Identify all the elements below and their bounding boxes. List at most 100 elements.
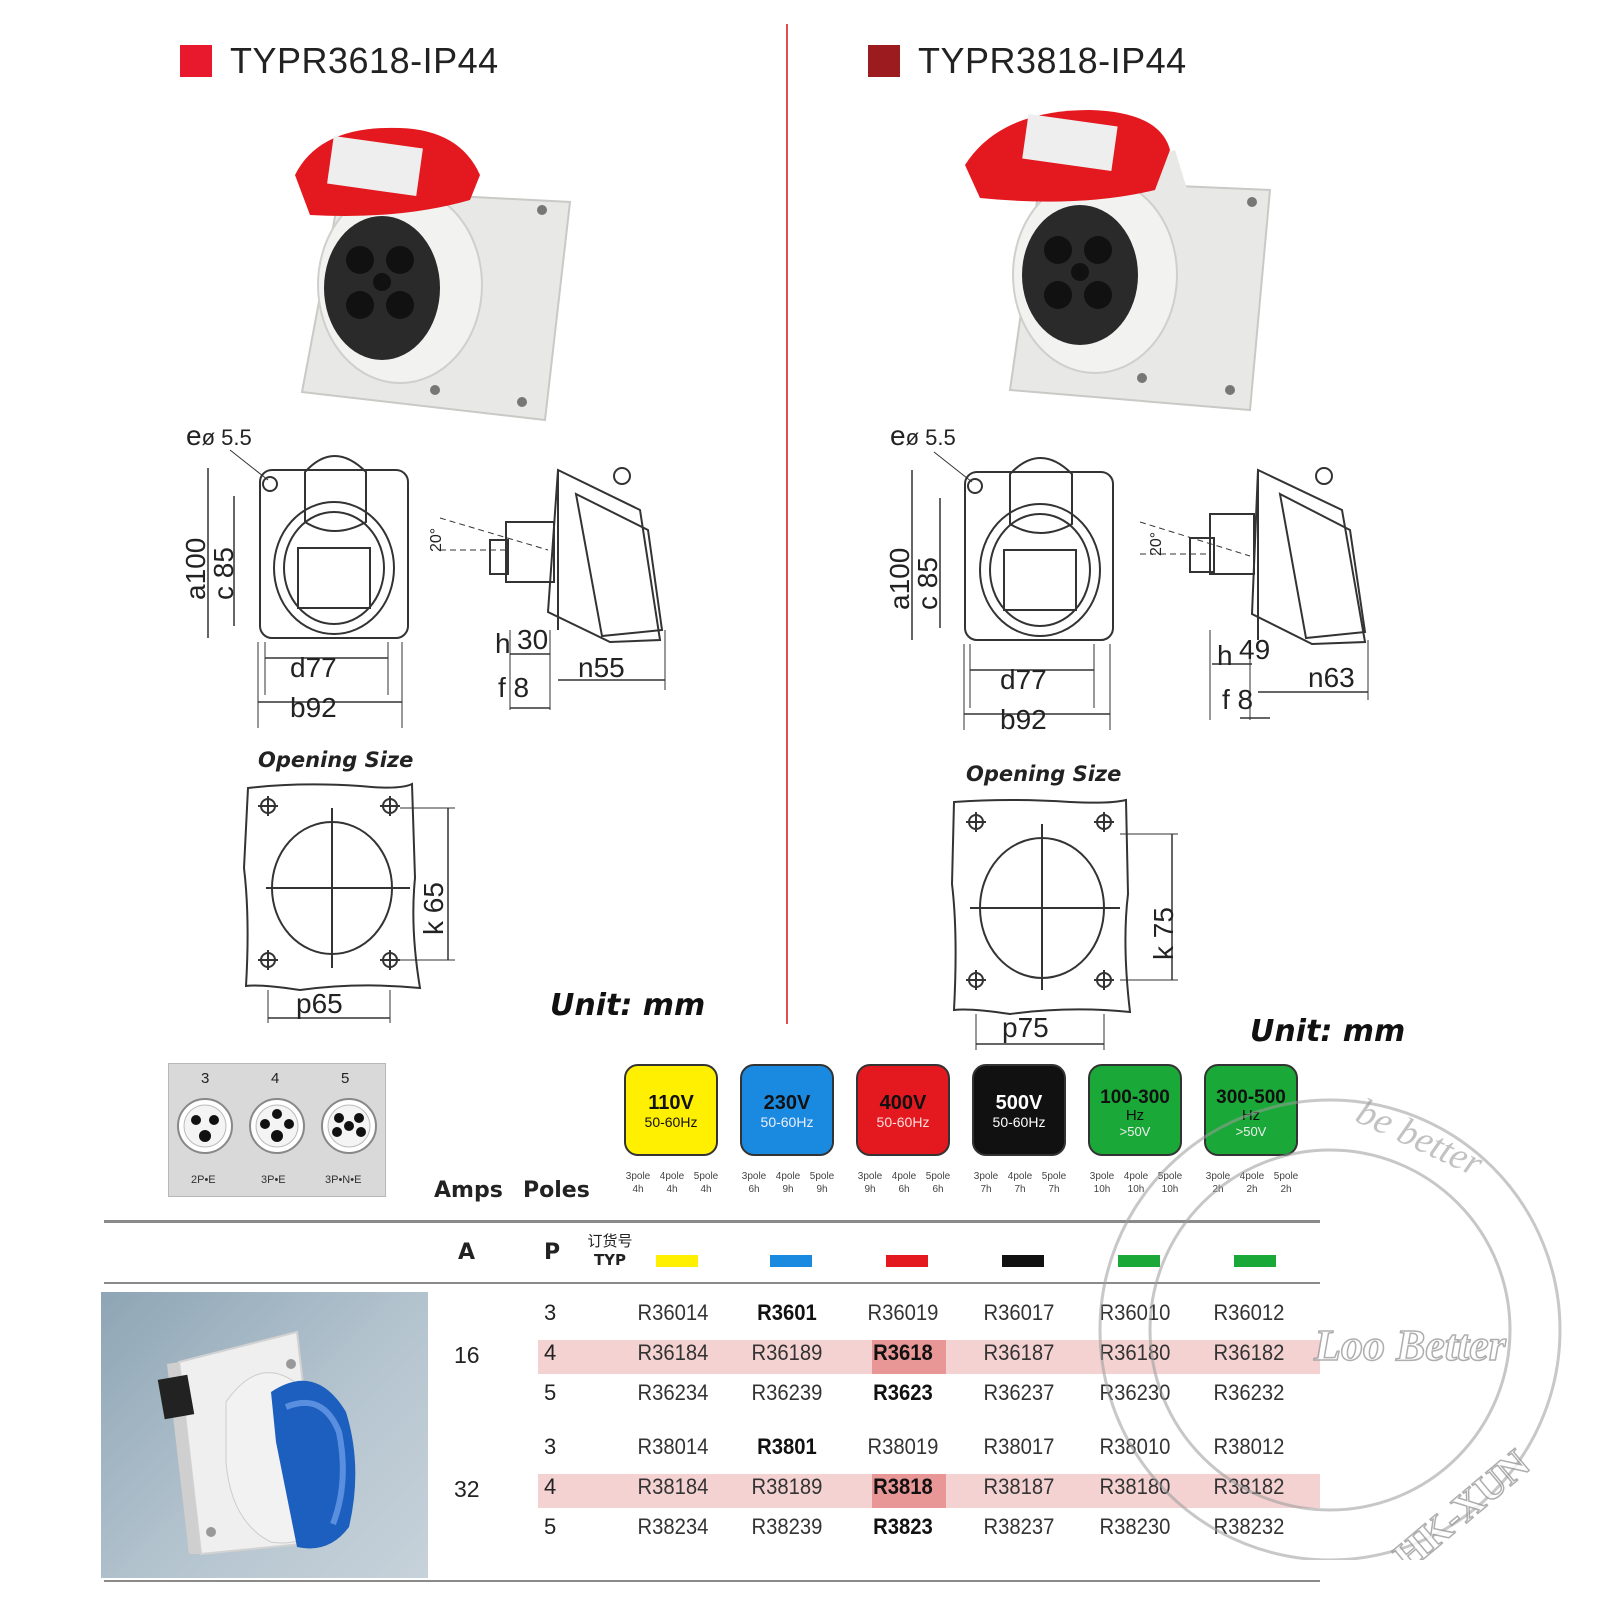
left-dim-b: b92 [290,692,337,723]
right-front-drawing [911,451,1369,730]
pole-note-count: 4pole [659,1171,685,1182]
highlight-cell-r3818 [872,1474,946,1508]
right-title-square [868,45,900,77]
badge-500v: 500V 50-60Hz [972,1064,1066,1156]
left-dim-d: d77 [290,652,337,683]
color-bar-green-2 [1234,1255,1276,1267]
pole-note-count: 3pole [973,1171,999,1182]
right-dim-e: eø 5.5 [890,420,956,451]
a-header: A [458,1240,476,1265]
right-title: TYPR3818-IP44 [868,40,1187,82]
right-dim-angle: 20° [1148,531,1165,556]
pole-note-hour: 4h [632,1184,644,1195]
right-opening-drawing [950,798,1178,1050]
order-header: 订货号 TYP [580,1232,640,1270]
left-dim-f: f 8 [498,672,530,703]
pole-note-count: 5pole [925,1171,951,1182]
right-dim-d: d77 [1000,664,1047,695]
pole-label-2pe: 2P•E [191,1174,216,1186]
pole-note-count: 5pole [1273,1171,1299,1182]
left-dim-h-val: 30 [517,624,549,655]
order-code-cell: R36019 [867,1300,939,1325]
pole-note-hour: 10h [1161,1184,1179,1195]
badge-110v-hz: 50-60Hz [644,1114,698,1130]
pole-note-hour: 6h [748,1184,760,1195]
right-dim-h-val: 49 [1239,634,1271,665]
order-code-cell: R36014 [637,1300,709,1325]
pole-note-hour: 7h [1048,1184,1060,1195]
right-opening-label: Opening Size [966,762,1122,786]
pole-note-count: 3pole [1205,1171,1231,1182]
badge-110v: 110V 50-60Hz [624,1064,718,1156]
order-code-cell: R38184 [637,1474,709,1499]
left-dim-h: h [495,628,511,659]
order-code-cell: R38189 [751,1474,823,1499]
poles-value: 3 [544,1300,557,1325]
left-title-square [180,45,212,77]
right-unit-label: Unit: mm [1250,1014,1406,1049]
badge-500v-hz: 50-60Hz [992,1114,1046,1130]
poles-value: 3 [544,1434,557,1459]
order-code-cell: R36010 [1099,1300,1171,1325]
pole-diagrams [177,1098,377,1154]
pole-num-3: 3 [201,1070,210,1087]
order-code-cell: R38182 [1213,1474,1285,1499]
left-opening-drawing [242,782,455,1023]
order-code-cell: R38230 [1099,1514,1171,1539]
order-code-cell: R36187 [983,1340,1055,1365]
right-dim-h: h [1217,640,1233,671]
right-dim-k: k 75 [1148,907,1179,960]
order-code-cell: R36017 [983,1300,1055,1325]
order-code-cell: R36182 [1213,1340,1285,1365]
left-dim-c: c 85 [208,547,239,600]
badge-230v: 230V 50-60Hz [740,1064,834,1156]
order-code-cell: R36239 [751,1380,823,1405]
pole-note-hour: 6h [898,1184,910,1195]
badge-230v-hz: 50-60Hz [760,1114,814,1130]
watermark-bottom-text: HK-XUN [1385,1440,1538,1560]
color-bar-red [886,1255,928,1267]
table-bottom-rule [104,1580,1320,1582]
pole-note-count: 4pole [775,1171,801,1182]
order-code-cell: R38239 [751,1514,823,1539]
badge-400v-volt: 400V [879,1092,927,1114]
amps-value: 32 [454,1476,480,1502]
pole-note-hour: 9h [864,1184,876,1195]
order-code-cell: R3823 [873,1514,933,1539]
table-header-rule [104,1282,1320,1284]
pole-note: 4pole 6h [886,1170,922,1196]
table-top-rule [104,1220,1320,1223]
left-front-drawing [207,449,666,728]
pole-note-count: 4pole [891,1171,917,1182]
order-code-cell: R3801 [757,1434,817,1459]
left-dim-k: k 65 [418,882,449,935]
badge-400v: 400V 50-60Hz [856,1064,950,1156]
order-code-cell: R38014 [637,1434,709,1459]
order-code-cell: R38237 [983,1514,1055,1539]
badge-100-300-volt: 100-300 [1100,1087,1170,1108]
badge-230v-volt: 230V [763,1092,811,1114]
order-code-cell: R36184 [637,1340,709,1365]
badge-100-300-hz: Hz [1125,1107,1145,1124]
badge-300-500-hz: Hz [1241,1107,1261,1124]
poles-value: 4 [544,1340,557,1365]
order-code-cell: R3601 [757,1300,817,1325]
order-code-cell: R36232 [1213,1380,1285,1405]
left-title: TYPR3618-IP44 [180,40,499,82]
pole-note-hour: 7h [1014,1184,1026,1195]
pole-note-hour: 10h [1093,1184,1111,1195]
right-dim-n: n63 [1308,662,1355,693]
pole-note-hour: 4h [700,1184,712,1195]
order-code-cell: R3623 [873,1380,933,1405]
order-code-cell: R38180 [1099,1474,1171,1499]
pole-note-hour: 2h [1212,1184,1224,1195]
pole-note-count: 5pole [693,1171,719,1182]
order-header-typ: TYP [593,1251,627,1269]
poles-value: 5 [544,1380,557,1405]
